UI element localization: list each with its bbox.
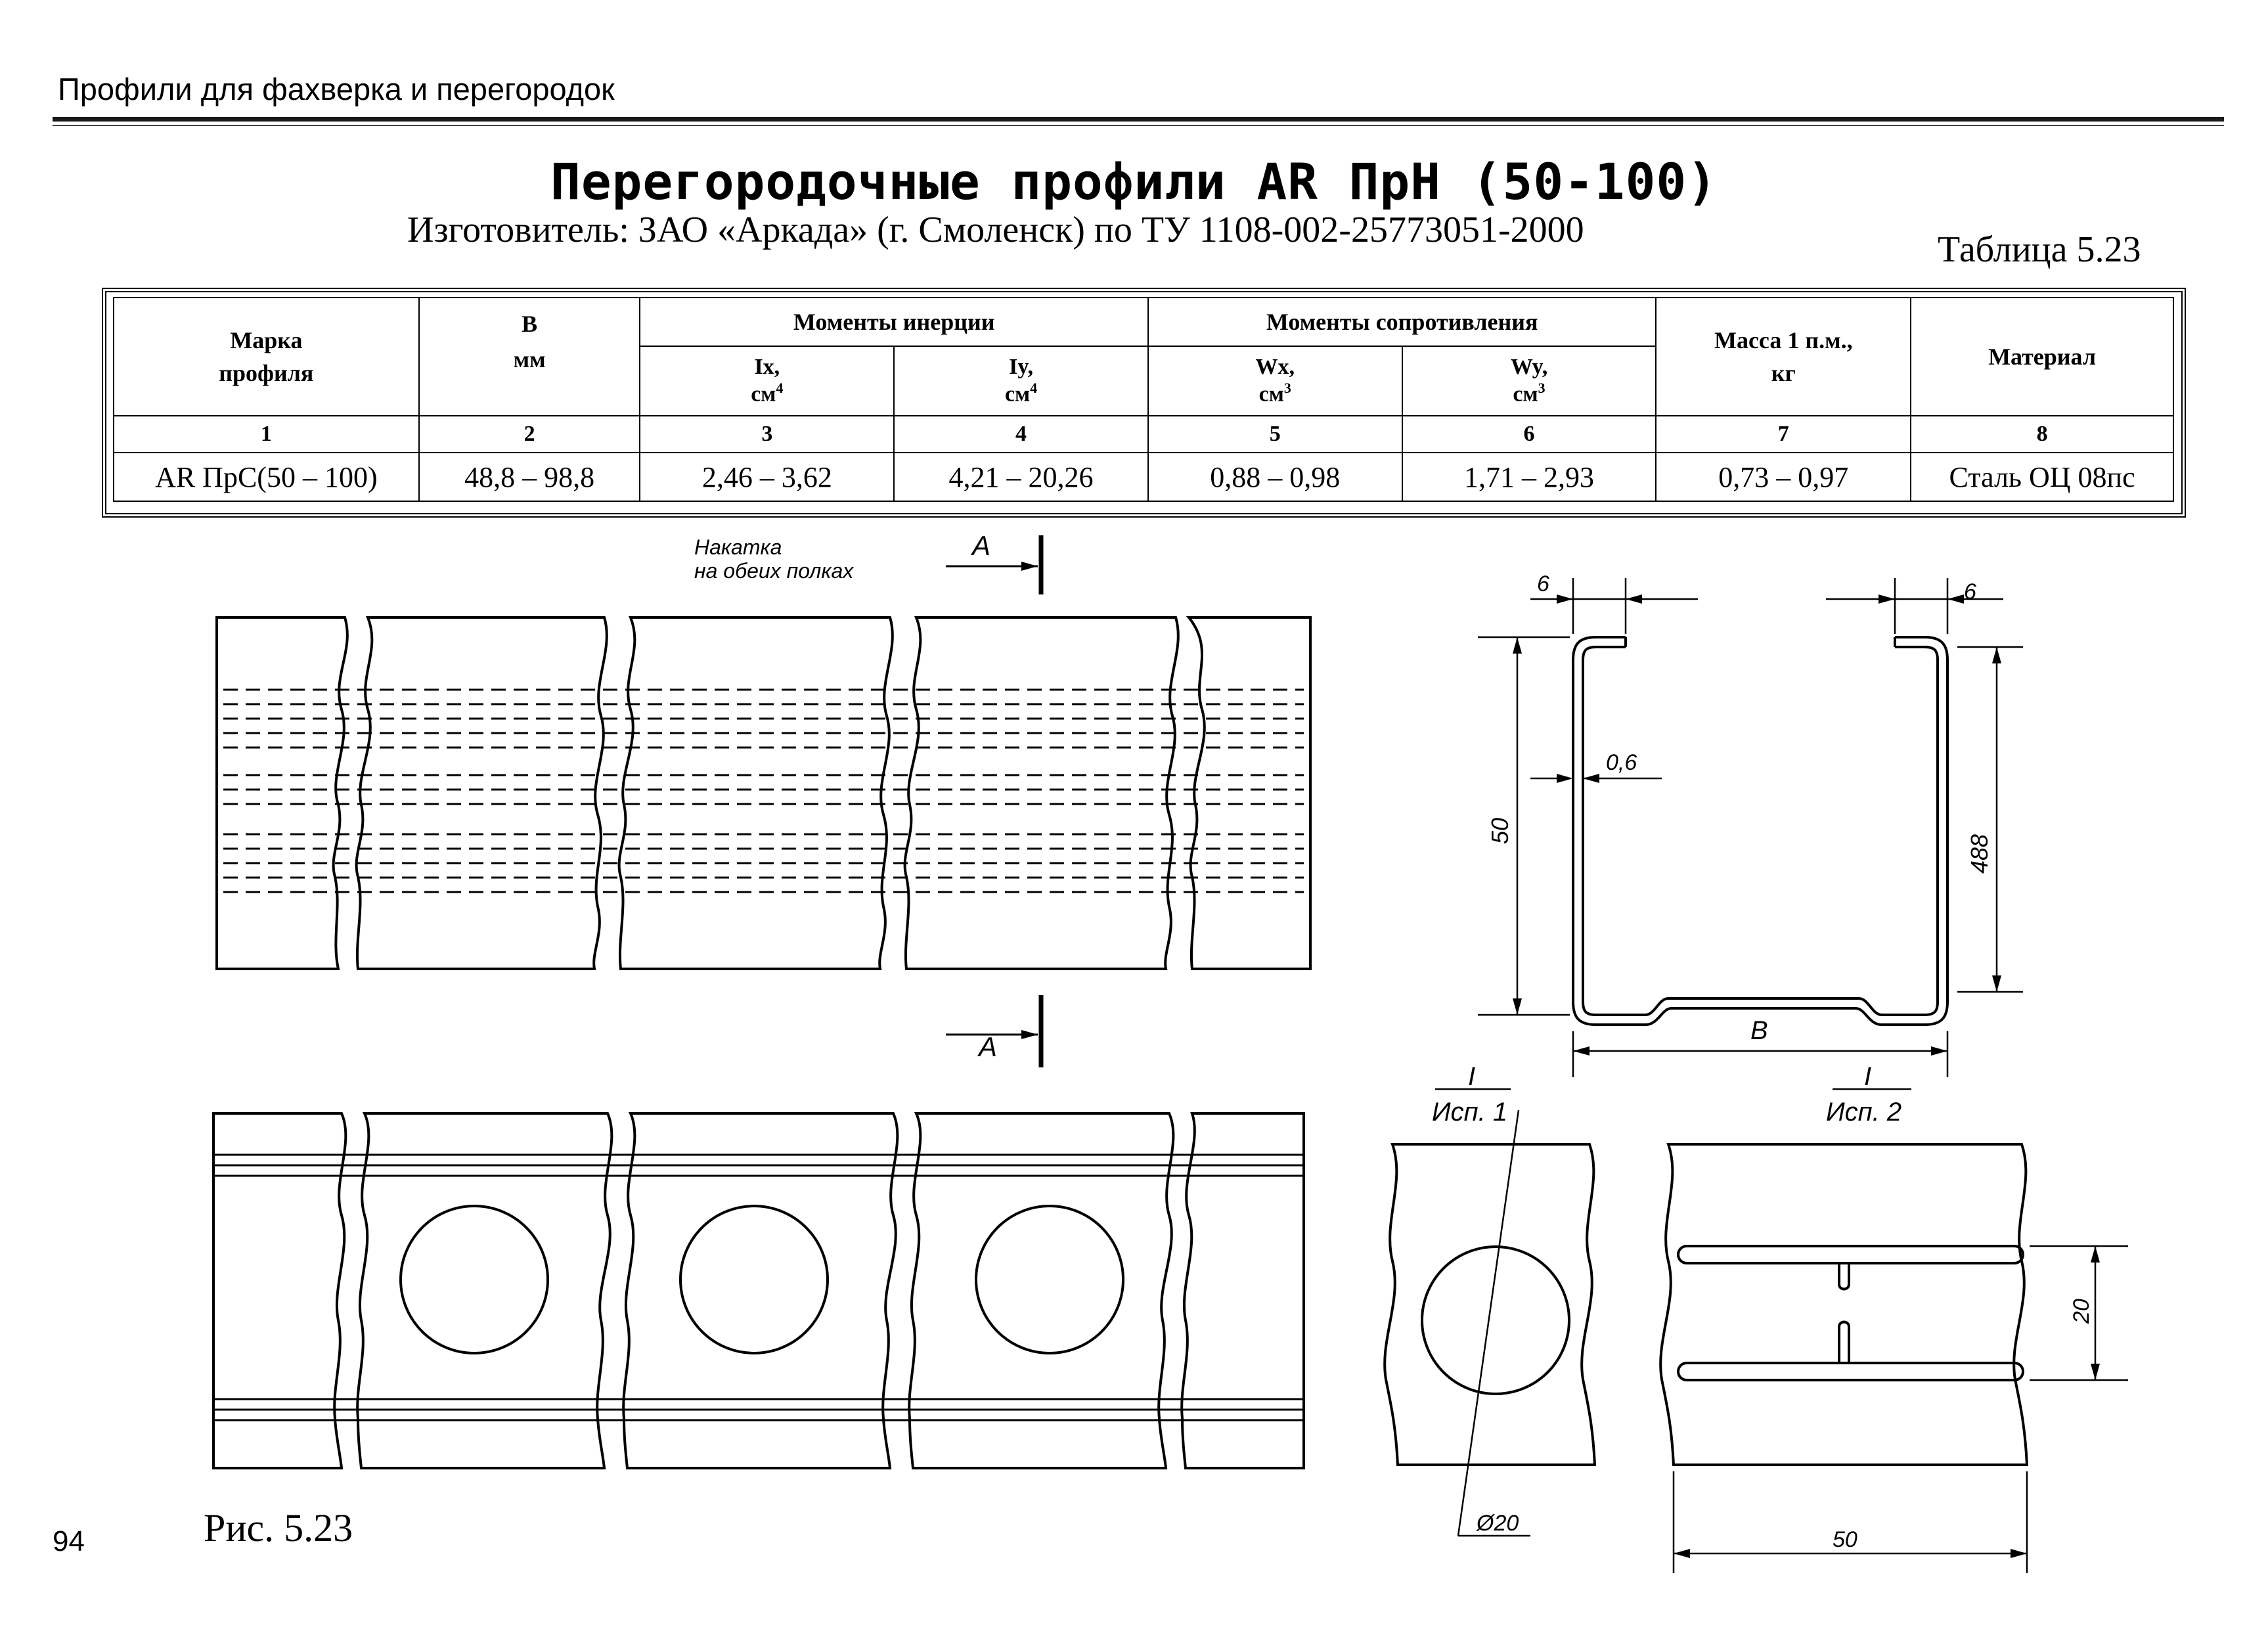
section-a-marks	[946, 535, 1044, 1067]
detail-label: I	[1864, 1062, 1871, 1091]
page-title: Перегородочные профили AR ПрН (50-100)	[550, 152, 1718, 211]
variant-label: Исп. 1	[1432, 1098, 1507, 1127]
col-number: 2	[418, 415, 641, 453]
column-number-row: 1 2 3 4 5 6 7 8	[113, 415, 2174, 453]
dim-label: 488	[1966, 834, 1993, 874]
header-wx: Wx, см3	[1147, 346, 1403, 416]
cell-mark: AR ПрС(50 – 100)	[113, 452, 420, 502]
dim-label: 20	[2069, 1299, 2094, 1324]
header-mass: Масса 1 п.м.,кг	[1655, 297, 1912, 416]
profile-cross-section	[1572, 636, 1949, 1026]
header-section-modulus: Моменты сопротивления	[1147, 297, 1657, 347]
page-number: 94	[53, 1525, 85, 1557]
manufacturer-subtitle: Изготовитель: ЗАО «Аркада» (г. Смоленск)…	[407, 210, 1584, 250]
dim-label: Ø20	[1476, 1511, 1519, 1536]
detail-label: I	[1468, 1062, 1475, 1091]
cell-ix: 2,46 – 3,62	[639, 452, 895, 502]
section-title: Профили для фахверка и перегородок	[58, 72, 615, 106]
variant-label: Исп. 2	[1826, 1098, 1901, 1127]
section-label: A	[970, 530, 990, 561]
dim-label: 6	[1964, 579, 1976, 604]
header-inertia: Моменты инерции	[639, 297, 1149, 347]
knurl-note: на обеих полках	[694, 559, 854, 583]
header-material: Материал	[1910, 297, 2174, 416]
col-number: 8	[1910, 415, 2174, 453]
knurled-profile-view	[215, 616, 1312, 970]
dim-label: 0,6	[1606, 750, 1637, 775]
header-rule-thin	[53, 125, 2224, 126]
table-row: AR ПрС(50 – 100) 48,8 – 98,8 2,46 – 3,62…	[113, 452, 2174, 502]
col-number: 1	[113, 415, 420, 453]
figure-caption: Рис. 5.23	[204, 1506, 353, 1550]
dim-label: 6	[1537, 571, 1549, 596]
dim-label: 50	[1486, 818, 1513, 844]
cell-iy: 4,21 – 20,26	[893, 452, 1149, 502]
header-ix: Ix, см4	[639, 346, 895, 416]
cross-section-dimensions	[1478, 578, 2023, 1077]
cell-wy: 1,71 – 2,93	[1401, 452, 1657, 502]
dim-label: B	[1750, 1016, 1768, 1045]
header-iy: Iy, см4	[893, 346, 1149, 416]
cell-material: Сталь ОЦ 08пс	[1910, 452, 2174, 502]
knurl-note: Накатка	[694, 535, 782, 559]
detail-variant-1	[1383, 1088, 1597, 1537]
cell-b: 48,8 – 98,8	[418, 452, 641, 502]
header-wy: Wy, см3	[1401, 346, 1657, 416]
cell-mass: 0,73 – 0,97	[1655, 452, 1912, 502]
header-rule	[53, 117, 2224, 122]
col-number: 3	[639, 415, 895, 453]
perforated-profile-view	[212, 1112, 1305, 1469]
table-frame	[102, 288, 2186, 518]
section-label: A	[977, 1031, 997, 1062]
col-number: 6	[1401, 415, 1657, 453]
dimension-arrows	[1021, 562, 2100, 1558]
cell-wx: 0,88 – 0,98	[1147, 452, 1403, 502]
col-number: 4	[893, 415, 1149, 453]
col-number: 5	[1147, 415, 1403, 453]
dim-label: 50	[1833, 1527, 1857, 1552]
table-number: Таблица 5.23	[1938, 229, 2141, 270]
knurl-lines	[223, 688, 1304, 893]
col-number: 7	[1655, 415, 1912, 453]
detail-variant-2	[1659, 1088, 2128, 1573]
